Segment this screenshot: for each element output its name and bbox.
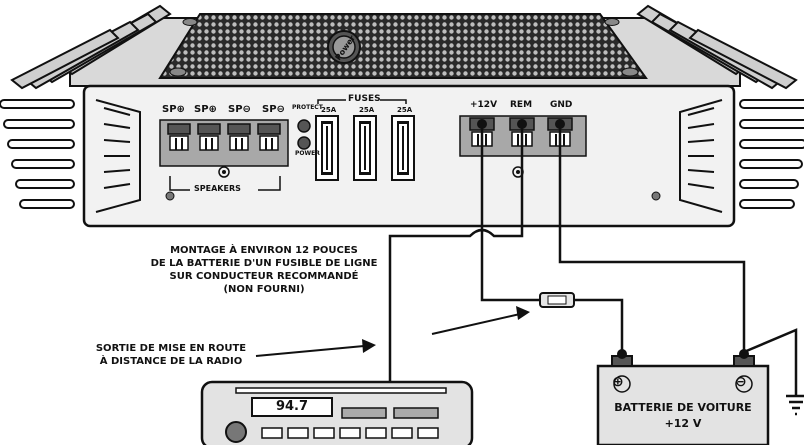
- ground-wire: [558, 124, 746, 352]
- fuse-rating-3: 25A: [397, 106, 413, 114]
- wiring: [388, 124, 798, 396]
- terminal-label-rem: REM: [510, 100, 533, 110]
- speaker-terminal-block: [159, 119, 289, 191]
- positive-wire: [480, 124, 540, 302]
- terminal-label-gnd: GND: [550, 100, 573, 110]
- amplifier-top-cover: [10, 4, 798, 90]
- speaker-terminal-label-2: SP⊕: [194, 104, 217, 115]
- speaker-terminal-label-3: SP⊖: [228, 104, 251, 115]
- battery-label: BATTERIE DE VOITURE +12 V: [614, 401, 752, 430]
- fuses-label: FUSES: [348, 94, 381, 104]
- power-indicator-label: POWER: [295, 150, 320, 157]
- car-battery: [596, 349, 770, 445]
- car-radio: [200, 380, 474, 445]
- remote-output-note: SORTIE DE MISE EN ROUTE À DISTANCE DE LA…: [95, 343, 247, 367]
- inline-fuse: [539, 292, 575, 308]
- fuse-rating-2: 25A: [359, 106, 375, 114]
- annotation-arrows: [255, 306, 530, 357]
- fuse-block: [315, 99, 415, 181]
- chassis-ground-wire: [743, 328, 798, 396]
- speaker-terminal-label-1: SP⊕: [162, 104, 185, 115]
- brand-logo: Power: [327, 30, 361, 64]
- remote-wire: [388, 124, 524, 382]
- battery-positive-symbol: ⊕: [612, 374, 624, 390]
- protect-indicator-label: PROTECT: [292, 104, 323, 111]
- speakers-label: SPEAKERS: [194, 184, 241, 193]
- speaker-terminal-label-4: SP⊖: [262, 104, 285, 115]
- terminal-label-12v: +12V: [470, 100, 498, 110]
- battery-negative-symbol: ⊖: [735, 374, 747, 390]
- ground-icon: [786, 394, 804, 416]
- status-leds: [297, 119, 311, 150]
- fuse-installation-note: MONTAGE À ENVIRON 12 POUCES DE LA BATTER…: [150, 245, 378, 295]
- fuse-rating-1: 25A: [321, 106, 337, 114]
- radio-frequency-display: 94.7: [275, 399, 309, 414]
